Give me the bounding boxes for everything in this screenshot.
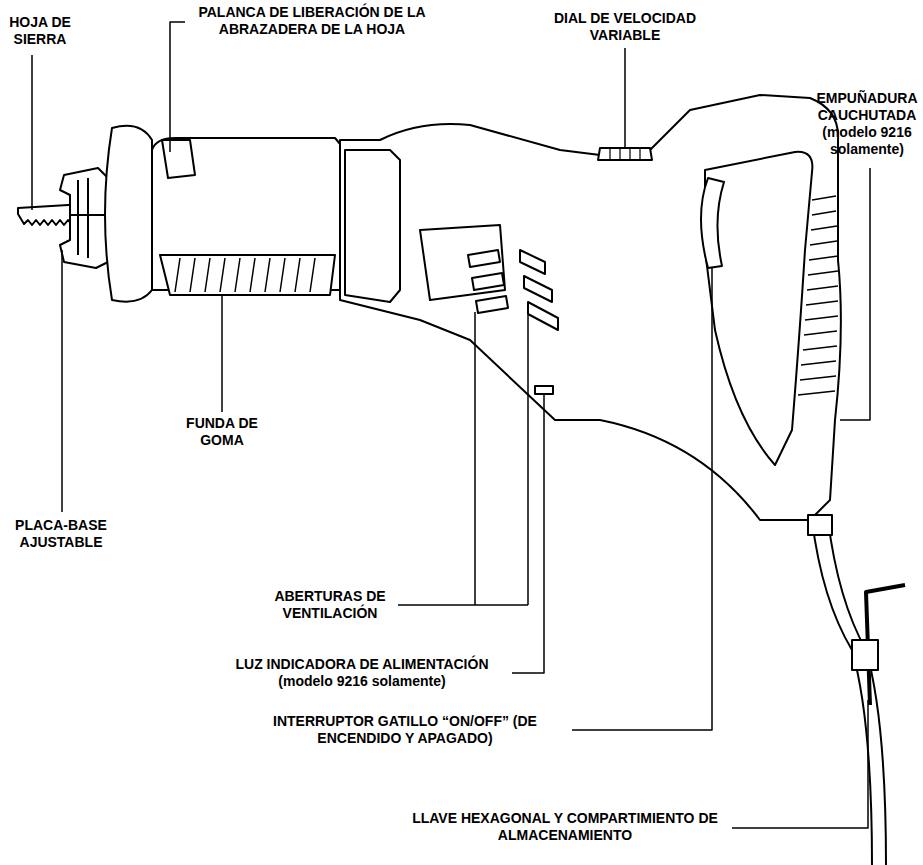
- key-holder: [852, 640, 878, 670]
- leader-line: [512, 394, 544, 673]
- leader-line: [840, 168, 870, 420]
- body-band: [345, 150, 400, 302]
- leader-line: [31, 55, 33, 210]
- power-cord: [812, 520, 886, 865]
- power-light: [535, 386, 553, 394]
- leader-line: [170, 22, 185, 152]
- part-label: ABERTURAS DE VENTILACIÓN: [262, 588, 398, 622]
- leader-line: [732, 700, 868, 828]
- boot-hatch: [175, 258, 315, 292]
- shoe-detail: [70, 178, 108, 258]
- part-label: INTERRUPTOR GATILLO “ON/OFF” (DE ENCENDI…: [240, 713, 570, 747]
- leader-line: [572, 268, 712, 730]
- handle-opening: [705, 152, 812, 465]
- leader-line: [398, 312, 528, 605]
- part-label: HOJA DE SIERRA: [0, 14, 80, 48]
- grip-ribs: [798, 196, 838, 395]
- part-label: LLAVE HEXAGONAL Y COMPARTIMIENTO DE ALMA…: [398, 810, 732, 844]
- cord-relief: [808, 515, 832, 535]
- leader-lines: [32, 22, 870, 828]
- leader-line: [61, 250, 63, 512]
- part-label: PALANCA DE LIBERACIÓN DE LA ABRAZADERA D…: [177, 4, 447, 38]
- vent-openings: [468, 250, 558, 330]
- part-label: DIAL DE VELOCIDAD VARIABLE: [525, 10, 725, 44]
- dial-ribs: [610, 149, 640, 159]
- trigger-switch: [701, 178, 724, 268]
- part-label: PLACA-BASE AJUSTABLE: [5, 517, 117, 551]
- motor-body: [340, 95, 841, 520]
- rubber-boot: [160, 255, 335, 295]
- part-label: FUNDA DE GOMA: [172, 415, 272, 449]
- guard-plate: [105, 126, 152, 302]
- leader-line: [624, 48, 626, 148]
- shoe-plate: [60, 168, 108, 268]
- speed-dial: [598, 148, 652, 160]
- part-label: LUZ INDICADORA DE ALIMENTACIÓN (modelo 9…: [212, 656, 512, 690]
- clamp-lever: [162, 140, 195, 178]
- leader-line: [221, 295, 223, 412]
- part-label: EMPUÑADURA CAUCHUTADA (modelo 9216 solam…: [812, 90, 922, 158]
